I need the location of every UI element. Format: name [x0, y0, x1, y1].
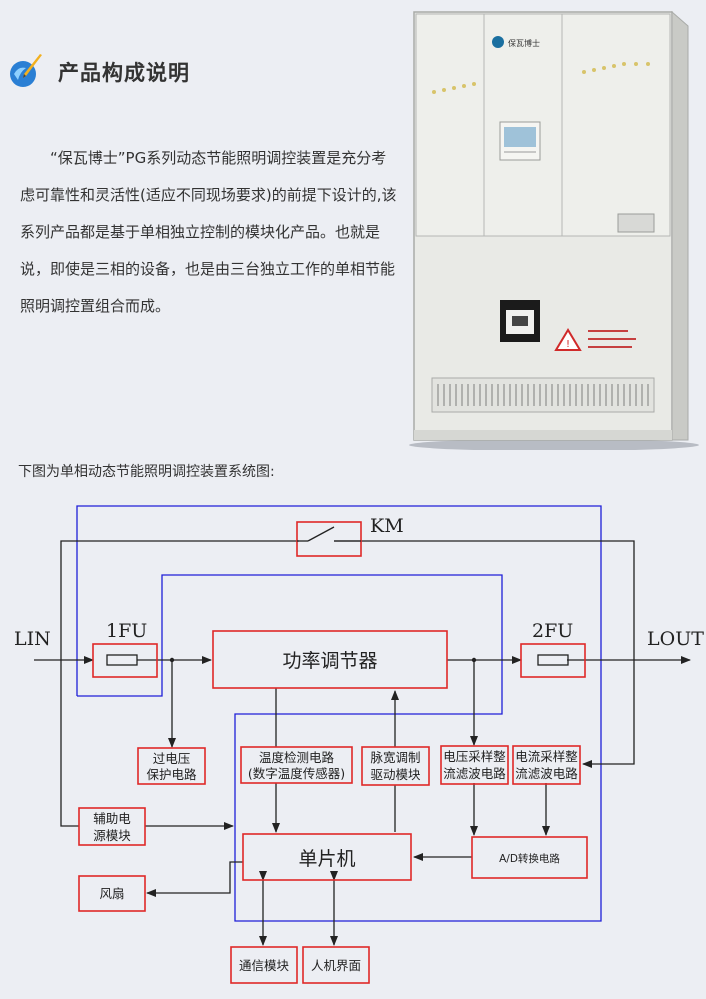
current-sample-label-2: 流滤波电路: [515, 766, 578, 781]
warning-icon: [554, 328, 582, 351]
pen-icon: [10, 54, 42, 87]
temp-detect-label-2: (数字温度传感器): [248, 766, 345, 781]
over-voltage-label-1: 过电压: [153, 751, 191, 766]
km-label: KM: [370, 515, 404, 537]
power-regulator-label: 功率调节器: [282, 650, 377, 672]
power-regulator-box: [212, 630, 448, 689]
intro-paragraph: “保瓦博士”PG系列动态节能照明调控装置是充分考虑可靠性和灵活性(适应不同现场要…: [20, 149, 397, 315]
aux-power-label-2: 源模块: [93, 828, 131, 843]
fu1-label: 1FU: [106, 620, 147, 642]
blue-boundary-lines: [76, 505, 602, 922]
fu1-fuse-symbol: [106, 654, 138, 666]
fu2-box: [520, 643, 586, 678]
product-cabinet-image: 保瓦博士 !: [409, 10, 699, 450]
voltage-sample-label-2: 流滤波电路: [443, 766, 506, 781]
temp-detect-label-1: 温度检测电路: [259, 750, 335, 765]
ad-convert-box: [471, 836, 588, 879]
km-switch-box: [296, 521, 362, 557]
pwm-drive-box: [361, 746, 430, 786]
comm-module-box: [230, 946, 298, 984]
section-title: 产品构成说明: [58, 61, 190, 85]
current-sample-box: [512, 745, 581, 785]
diagram-caption: 下图为单相动态节能照明调控装置系统图:: [18, 464, 275, 480]
aux-power-label-1: 辅助电: [93, 811, 131, 826]
over-voltage-box: [137, 747, 206, 785]
hmi-label: 人机界面: [311, 958, 361, 973]
fan-box: [78, 875, 146, 912]
pwm-drive-label-2: 驱动模块: [370, 767, 421, 782]
lout-label: LOUT: [647, 628, 704, 650]
comm-module-label: 通信模块: [239, 958, 290, 973]
system-diagram: KM 1FU 2FU LIN LOUT 功率调节器 过电压 保护电路 温度检测电…: [14, 505, 704, 984]
wiring-lines: [34, 540, 691, 946]
hmi-box: [302, 946, 370, 984]
indicator-lights: [432, 62, 650, 94]
cabinet-brand-label: 保瓦博士: [508, 38, 540, 48]
km-switch-symbol: [297, 526, 361, 542]
mcu-box: [242, 833, 412, 881]
fu2-fuse-symbol: [537, 654, 569, 666]
section-header: 产品构成说明: [6, 48, 190, 96]
fu2-label: 2FU: [532, 620, 573, 642]
over-voltage-label-2: 保护电路: [146, 767, 197, 782]
fan-label: 风扇: [99, 886, 124, 901]
junction-dots: [169, 657, 477, 663]
svg-text:!: !: [566, 339, 570, 350]
temp-detect-box: [240, 746, 353, 784]
current-sample-label-1: 电流采样整: [515, 749, 578, 764]
ad-convert-label: A/D转换电路: [499, 852, 560, 865]
voltage-sample-box: [440, 745, 509, 785]
mcu-label: 单片机: [298, 848, 355, 870]
voltage-sample-label-1: 电压采样整: [443, 749, 506, 764]
fu1-box: [92, 643, 158, 678]
lin-label: LIN: [14, 628, 51, 650]
ventilation-grille: [431, 377, 655, 413]
aux-power-box: [78, 807, 146, 846]
pwm-drive-label-1: 脉宽调制: [370, 750, 420, 765]
brand-logo-icon: [492, 36, 504, 48]
